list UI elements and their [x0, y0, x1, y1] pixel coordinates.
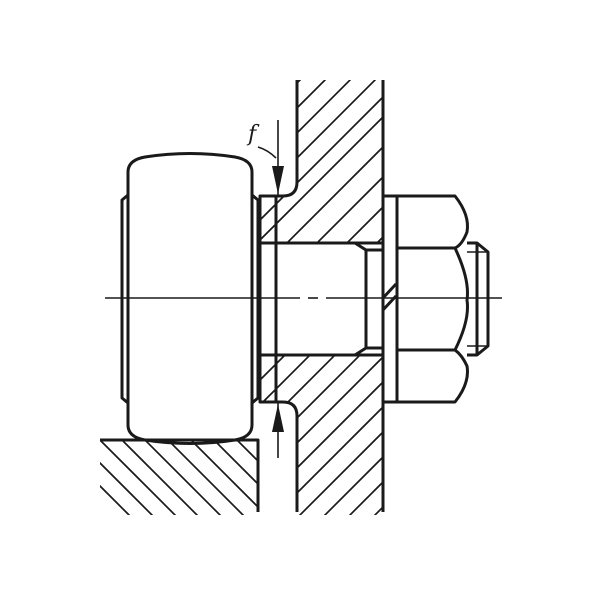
stud-end: [467, 241, 490, 357]
track-roller: [120, 152, 260, 445]
dimension-arrow-top: [257, 120, 284, 196]
housing-wall-inner-edge: [258, 80, 299, 512]
housing-wall-upper-hatch: [260, 80, 383, 243]
housing-wall-lower-hatch: [260, 355, 383, 515]
dimension-arrow-bottom: [272, 402, 284, 458]
rail-hatch: [100, 440, 258, 515]
hex-nut: [383, 194, 469, 404]
stud-shaft: [274, 196, 398, 402]
dimension-label-f: f: [248, 122, 257, 147]
